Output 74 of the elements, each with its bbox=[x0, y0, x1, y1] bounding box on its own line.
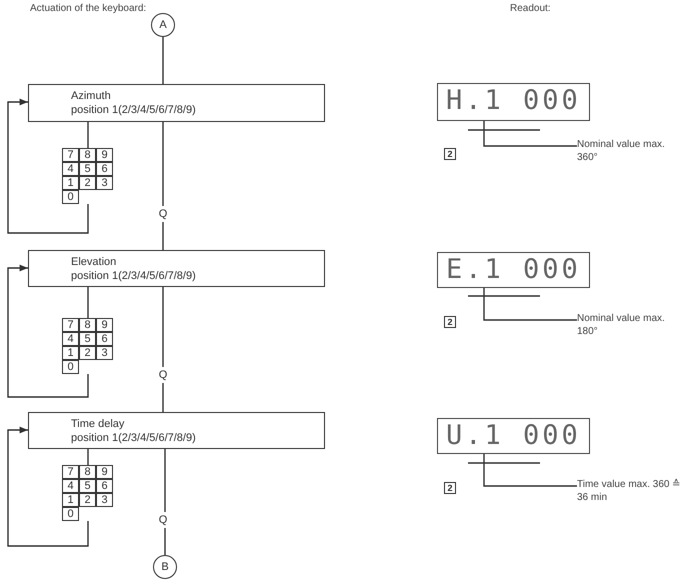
keypad-key: 2 bbox=[79, 346, 96, 360]
keypad-key: 3 bbox=[96, 346, 113, 360]
keypad-key: 3 bbox=[96, 493, 113, 507]
keypad-key: 0 bbox=[62, 507, 79, 521]
keypad bbox=[62, 318, 113, 374]
connector-line bbox=[164, 449, 166, 512]
seven-segment-display: U.1 000 bbox=[437, 418, 590, 454]
keypad-key: 1 bbox=[62, 176, 79, 190]
readout-note: Nominal value max. 180° bbox=[577, 312, 682, 340]
leader-line bbox=[483, 288, 577, 321]
leader-line bbox=[483, 454, 577, 487]
connector-line bbox=[162, 222, 164, 250]
keypad-key: 6 bbox=[96, 332, 113, 346]
box-heading: Time delay bbox=[71, 417, 124, 431]
keypad-key: 8 bbox=[79, 318, 96, 332]
column-heading: Readout: bbox=[510, 3, 551, 14]
keypad-key: 9 bbox=[96, 318, 113, 332]
arrow bbox=[7, 264, 89, 398]
edge-letter: Q bbox=[157, 512, 169, 528]
keypad-key: 4 bbox=[62, 479, 79, 493]
process-box bbox=[28, 250, 325, 287]
keypad-key: 1 bbox=[62, 493, 79, 507]
process-box bbox=[28, 84, 325, 122]
readout-note: Time value max. 360 ≙ 36 min bbox=[577, 478, 687, 506]
connector-line bbox=[164, 528, 166, 555]
box-heading: Azimuth bbox=[71, 89, 111, 103]
seven-segment-display: E.1 000 bbox=[437, 252, 590, 288]
keypad-key: 0 bbox=[62, 190, 79, 204]
box-text: position 1(2/3/4/5/6/7/8/9) bbox=[71, 103, 196, 117]
keypad-key: 0 bbox=[62, 360, 79, 374]
seven-segment-display: H.1 000 bbox=[437, 83, 590, 121]
process-box bbox=[28, 412, 325, 449]
connector-line bbox=[162, 37, 164, 84]
keypad-key: 1 bbox=[62, 346, 79, 360]
keypad-key: 9 bbox=[96, 148, 113, 162]
arrow bbox=[7, 98, 89, 234]
keypad-key: 8 bbox=[79, 148, 96, 162]
connector-line bbox=[87, 449, 89, 465]
leader-line bbox=[483, 121, 577, 147]
key-symbol: 2 bbox=[444, 482, 456, 494]
key-symbol: 2 bbox=[444, 148, 456, 160]
connector-line bbox=[87, 122, 89, 148]
keypad-key: 4 bbox=[62, 332, 79, 346]
keypad-key: 5 bbox=[79, 162, 96, 176]
column-heading: Actuation of the keyboard: bbox=[30, 3, 146, 14]
connector-circle: B bbox=[153, 555, 177, 579]
keypad-key: 7 bbox=[62, 465, 79, 479]
connector-line bbox=[162, 287, 164, 367]
keypad-key: 6 bbox=[96, 479, 113, 493]
connector-line bbox=[87, 287, 89, 318]
keypad bbox=[62, 465, 113, 521]
edge-letter: Q bbox=[157, 367, 169, 383]
keypad-key: 8 bbox=[79, 465, 96, 479]
keypad-key: 3 bbox=[96, 176, 113, 190]
box-text: position 1(2/3/4/5/6/7/8/9) bbox=[71, 431, 196, 445]
keypad-key: 6 bbox=[96, 162, 113, 176]
keypad-key: 5 bbox=[79, 332, 96, 346]
arrow bbox=[7, 426, 89, 547]
keypad-key: 2 bbox=[79, 176, 96, 190]
keypad-key: 9 bbox=[96, 465, 113, 479]
keypad-key: 2 bbox=[79, 493, 96, 507]
connector-line bbox=[162, 383, 164, 412]
key-symbol: 2 bbox=[444, 316, 456, 328]
connector-line bbox=[162, 122, 164, 206]
keypad-key: 7 bbox=[62, 318, 79, 332]
readout-note: Nominal value max. 360° bbox=[577, 138, 682, 166]
edge-letter: Q bbox=[157, 206, 169, 222]
box-heading: Elevation bbox=[71, 255, 116, 269]
keypad-key: 4 bbox=[62, 162, 79, 176]
box-text: position 1(2/3/4/5/6/7/8/9) bbox=[71, 269, 196, 283]
keypad bbox=[62, 148, 113, 204]
keypad-key: 5 bbox=[79, 479, 96, 493]
connector-circle: A bbox=[151, 13, 175, 37]
keypad-key: 7 bbox=[62, 148, 79, 162]
